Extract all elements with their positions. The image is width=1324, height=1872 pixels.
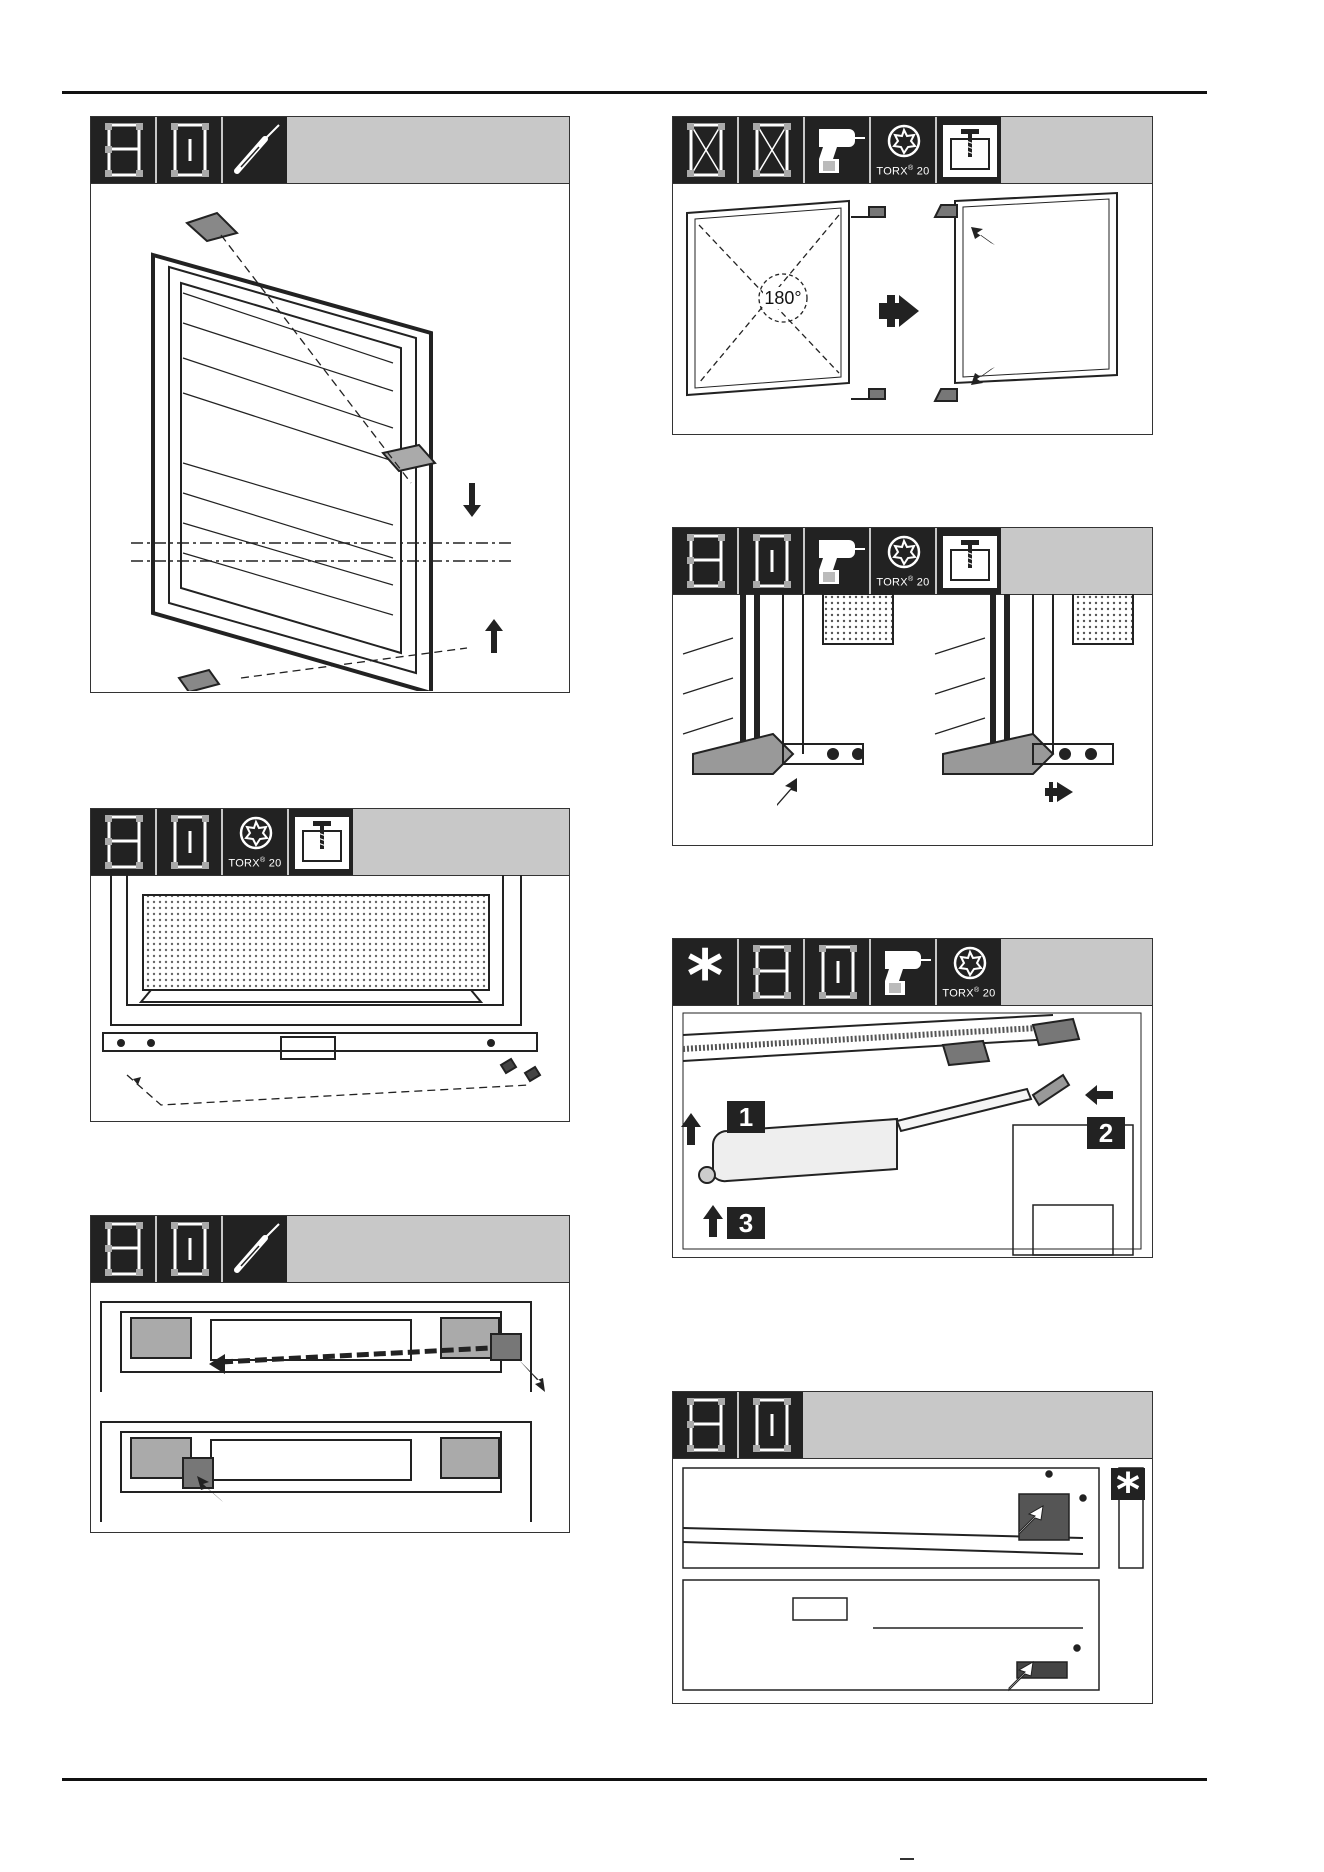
cordless-drill-icon — [871, 939, 937, 1005]
screw-icon — [937, 528, 1003, 594]
fridge-door-closed-icon — [673, 1392, 739, 1458]
fridge-door-closed-icon — [91, 809, 157, 875]
tool-strip — [91, 1216, 569, 1283]
cordless-drill-icon — [805, 528, 871, 594]
freezer-star-icon: * — [673, 939, 739, 1005]
rotation-angle-label: 180° — [764, 288, 801, 308]
screw-icon — [937, 117, 1003, 183]
fridge-door-closed-icon — [673, 528, 739, 594]
tool-strip: TORX® 20 — [91, 809, 569, 876]
hinge-mount-illustration — [673, 594, 1151, 844]
page-mark — [900, 1858, 914, 1860]
tool-strip — [91, 117, 569, 184]
door-rotate-illustration: 180° — [673, 183, 1151, 433]
step-number-2: 2 — [1099, 1118, 1113, 1148]
fridge-door-closed-icon — [673, 117, 739, 183]
step-panel-damper: * TORX® 20 1 2 3 — [672, 938, 1153, 1258]
screwdriver-icon — [223, 1216, 289, 1282]
door-cover-illustration — [91, 183, 568, 691]
torx-bit-icon: TORX® 20 — [937, 939, 1003, 1005]
tool-strip: TORX® 20 — [673, 528, 1152, 595]
torx-label-text: TORX — [876, 166, 908, 178]
fridge-door-closed-icon — [91, 117, 157, 183]
stopper-illustration: * — [673, 1458, 1151, 1702]
tool-strip: TORX® 20 — [673, 117, 1152, 184]
damper-illustration: 1 2 3 — [673, 1005, 1151, 1257]
fridge-door-single-icon — [739, 117, 805, 183]
torx-bit-icon: TORX® 20 — [871, 117, 937, 183]
step-panel-door-rotate: TORX® 20 180° — [672, 116, 1153, 435]
step-panel-hinge-mount: TORX® 20 — [672, 527, 1153, 846]
fridge-door-closed-icon — [739, 939, 805, 1005]
fridge-door-single-icon — [739, 1392, 805, 1458]
step-panel-hinge-rail — [90, 1215, 570, 1533]
fridge-door-single-icon — [739, 528, 805, 594]
step-panel-door-cover — [90, 116, 570, 693]
bottom-cover-illustration — [91, 875, 568, 1121]
torx-bit-icon: TORX® 20 — [223, 809, 289, 875]
screwdriver-icon — [223, 117, 289, 183]
tool-strip: * TORX® 20 — [673, 939, 1152, 1006]
torx-label-text: TORX — [228, 858, 260, 870]
bottom-rule — [62, 1778, 1207, 1781]
top-rule — [62, 91, 1207, 94]
fridge-door-single-icon — [157, 1216, 223, 1282]
step-number-3: 3 — [739, 1208, 753, 1238]
hinge-rail-illustration — [91, 1282, 568, 1532]
fridge-door-single-icon — [805, 939, 871, 1005]
freezer-star-marker: * — [1116, 1463, 1140, 1517]
step-panel-stopper: * — [672, 1391, 1153, 1704]
screw-icon — [289, 809, 355, 875]
torx-label-text: TORX — [942, 988, 974, 1000]
fridge-door-closed-icon — [91, 1216, 157, 1282]
torx-label-text: TORX — [876, 577, 908, 589]
step-number-1: 1 — [739, 1102, 753, 1132]
cordless-drill-icon — [805, 117, 871, 183]
step-panel-bottom-cover: TORX® 20 — [90, 808, 570, 1122]
fridge-door-single-icon — [157, 117, 223, 183]
torx-bit-icon: TORX® 20 — [871, 528, 937, 594]
fridge-door-single-icon — [157, 809, 223, 875]
tool-strip — [673, 1392, 1152, 1459]
